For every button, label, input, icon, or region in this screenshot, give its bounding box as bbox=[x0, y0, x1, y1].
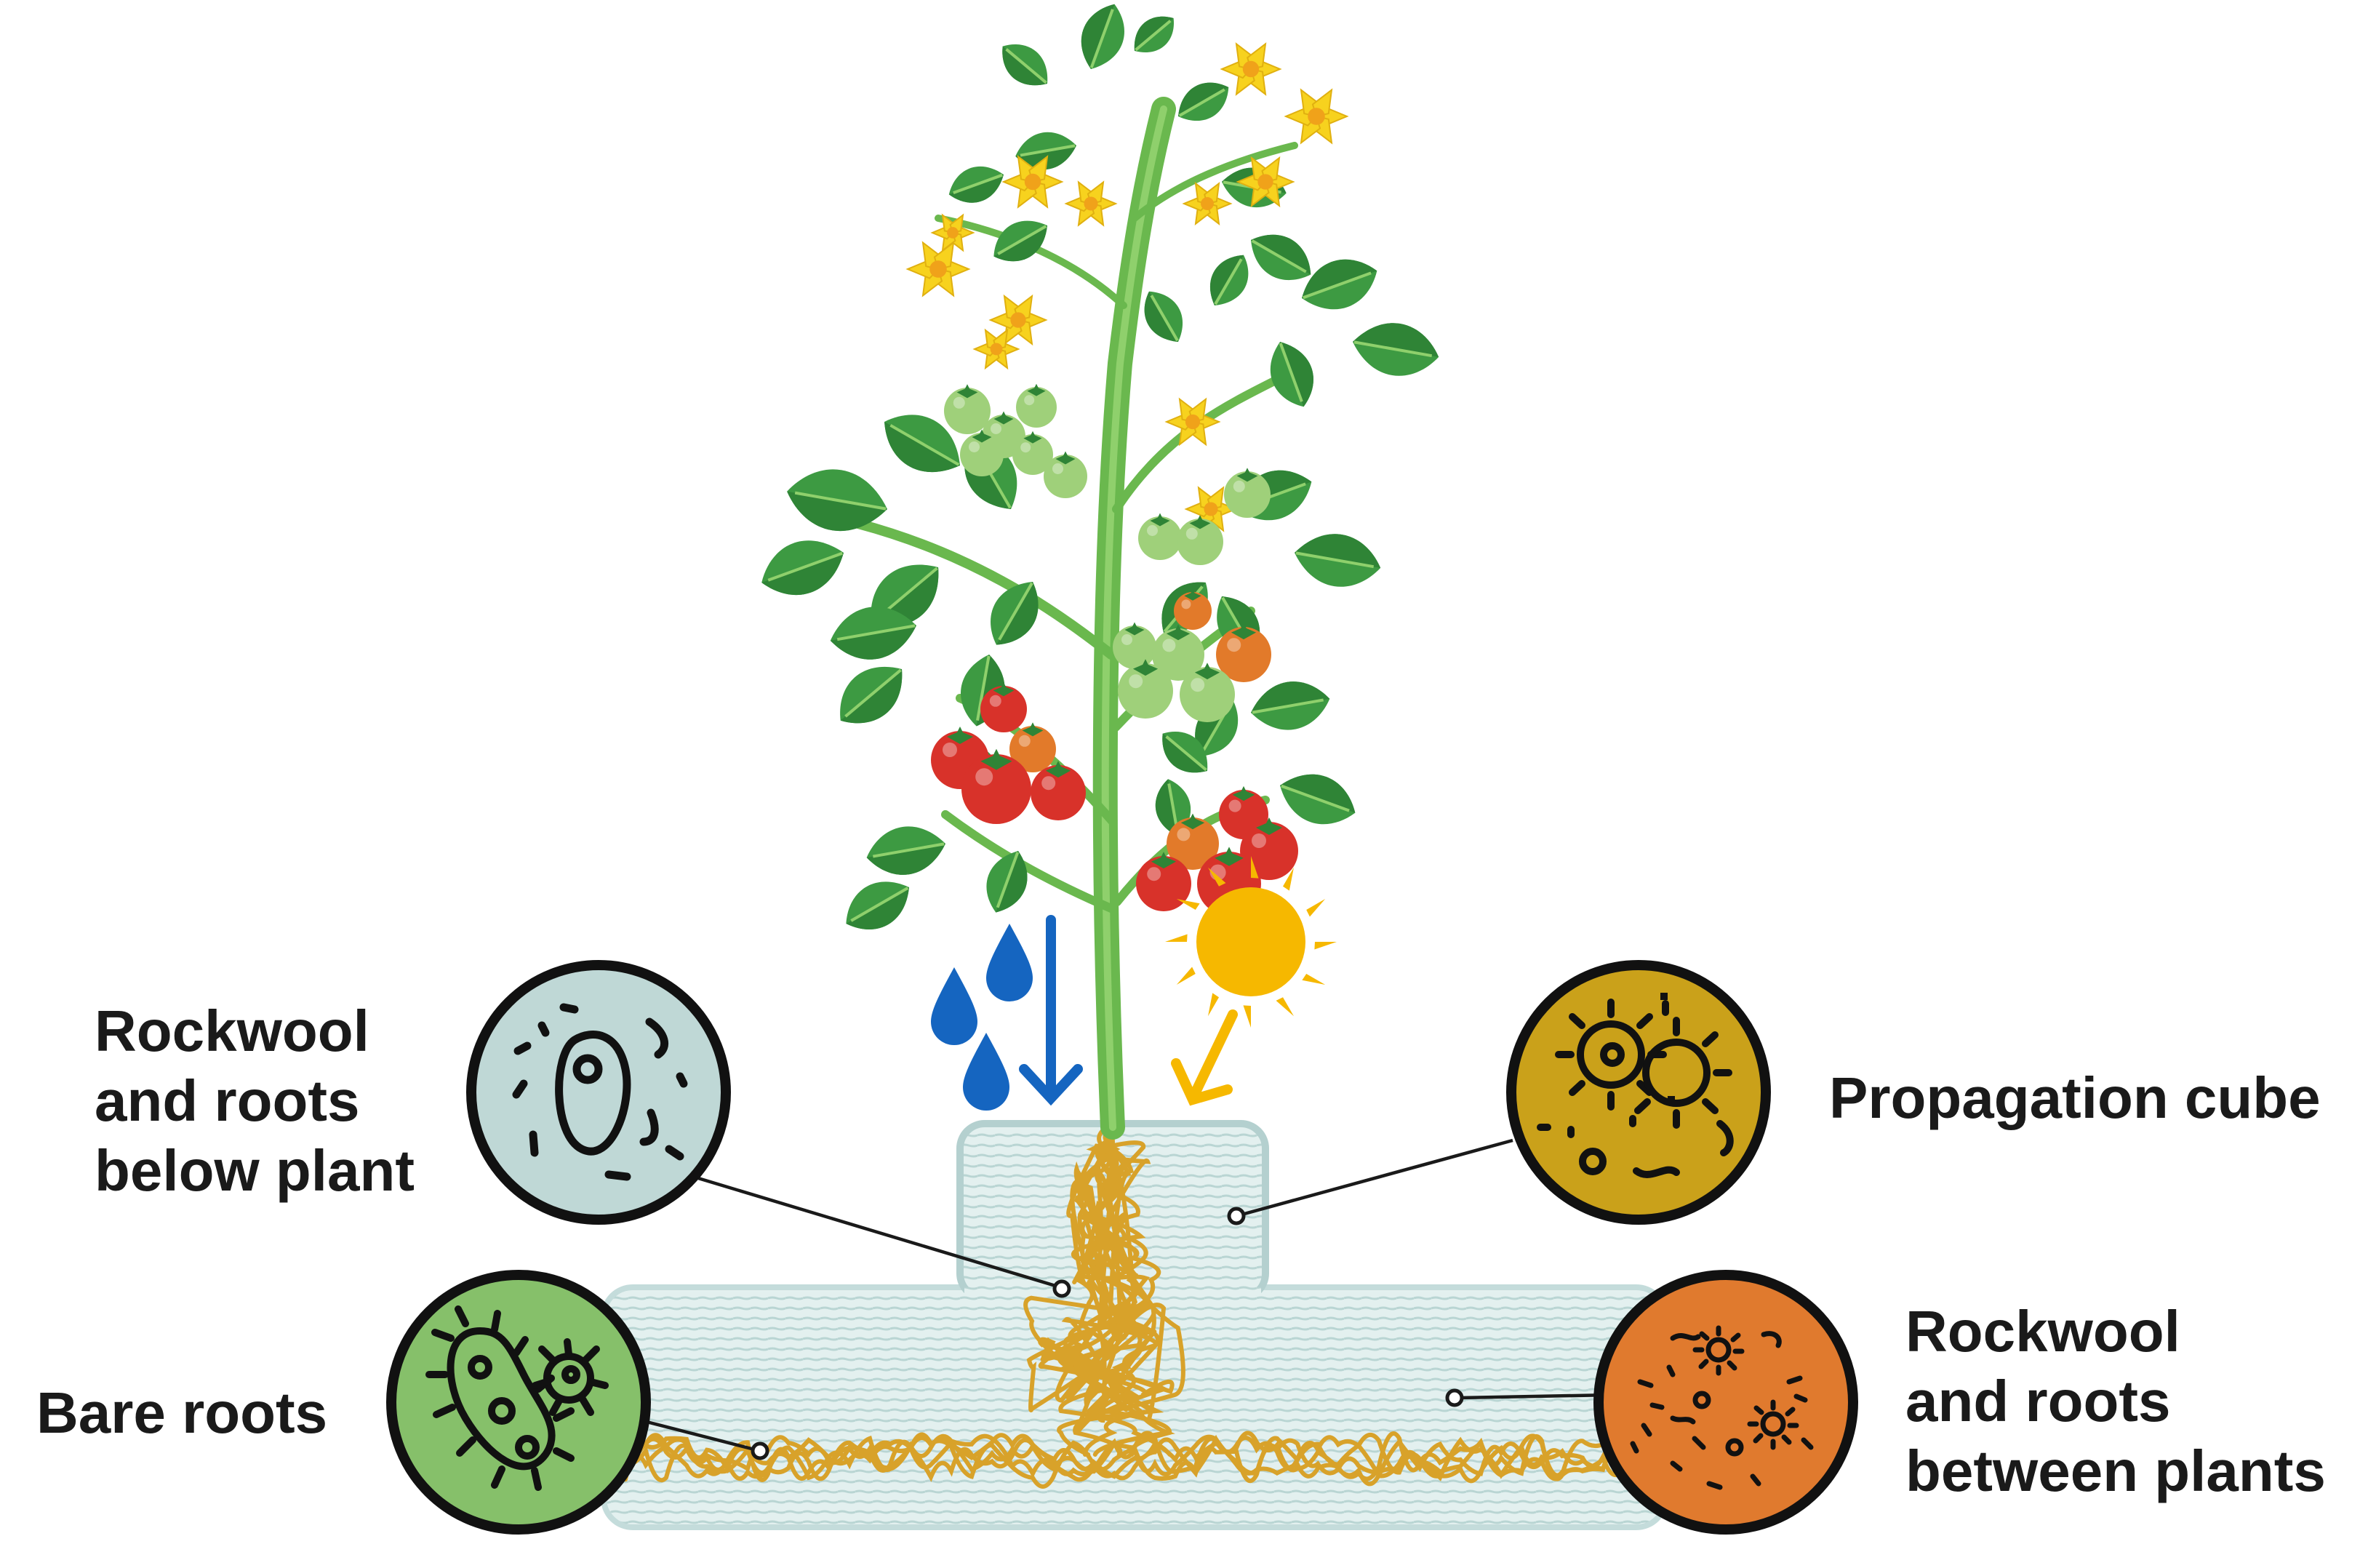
tomato bbox=[944, 384, 991, 434]
sun-ray bbox=[1302, 974, 1326, 985]
label-line: between plants bbox=[1905, 1439, 2326, 1503]
tomato bbox=[1180, 663, 1235, 722]
tomato bbox=[1044, 451, 1087, 498]
tomato bbox=[1138, 513, 1182, 560]
tomato bbox=[1113, 622, 1156, 669]
sparse-microbes-icon bbox=[1593, 1270, 1858, 1535]
flower bbox=[930, 213, 975, 252]
leaf bbox=[948, 167, 1004, 203]
sun-ray bbox=[1208, 993, 1219, 1017]
flower bbox=[1184, 486, 1238, 532]
flower bbox=[1164, 397, 1221, 447]
leaf bbox=[993, 220, 1047, 262]
sun-ray bbox=[1208, 867, 1226, 887]
leaf bbox=[986, 851, 1028, 913]
tomato bbox=[1224, 468, 1271, 518]
leaf bbox=[1178, 82, 1229, 121]
leaf bbox=[1270, 342, 1313, 407]
sun-ray bbox=[1176, 967, 1196, 985]
label-rockwool-below-plant: Rockwool and roots below plant bbox=[95, 996, 415, 1206]
sun-ray bbox=[1283, 867, 1294, 891]
flower bbox=[1220, 42, 1282, 96]
label-line: Rockwool bbox=[1905, 1299, 2180, 1364]
leaf bbox=[1295, 534, 1381, 587]
leaf bbox=[787, 469, 887, 532]
leaf bbox=[991, 582, 1039, 645]
sun-disc bbox=[1196, 887, 1305, 996]
sun-icon bbox=[1165, 856, 1337, 1028]
sun-ray bbox=[1276, 997, 1294, 1017]
tomato bbox=[1118, 659, 1173, 719]
microbe-cell-icon bbox=[466, 960, 731, 1225]
flower bbox=[988, 294, 1048, 346]
sun-ray bbox=[1165, 934, 1188, 942]
tomato bbox=[1177, 515, 1223, 565]
leaf bbox=[1002, 44, 1048, 86]
label-rockwool-between-plants: Rockwool and roots between plants bbox=[1905, 1297, 2326, 1506]
roots bbox=[623, 1125, 1646, 1489]
leaf bbox=[1251, 681, 1330, 730]
tomato bbox=[1216, 623, 1271, 682]
tomato bbox=[980, 682, 1027, 732]
leaf bbox=[1144, 291, 1183, 342]
sun-ray bbox=[1243, 1005, 1251, 1028]
tomato bbox=[961, 748, 1031, 824]
root-strand bbox=[1023, 1295, 1185, 1434]
flower bbox=[1001, 155, 1064, 209]
flower bbox=[1182, 182, 1233, 225]
virus-cluster-icon bbox=[1506, 960, 1771, 1225]
leaf bbox=[1210, 255, 1249, 305]
flower bbox=[972, 328, 1020, 370]
leaf bbox=[1280, 774, 1356, 825]
bacteria-icon bbox=[386, 1270, 651, 1535]
leader-lines bbox=[632, 1138, 1612, 1453]
tomato bbox=[1012, 431, 1053, 475]
leaf bbox=[1081, 4, 1124, 69]
leaf bbox=[1302, 259, 1377, 310]
leaf bbox=[1353, 323, 1439, 376]
sun-ray bbox=[1251, 856, 1259, 879]
label-line: and roots bbox=[1905, 1369, 2171, 1433]
label-line: Bare roots bbox=[36, 1380, 328, 1445]
leaf bbox=[866, 826, 945, 875]
sun-ray bbox=[1314, 942, 1337, 950]
tomato bbox=[960, 429, 1004, 476]
sun-ray bbox=[1176, 899, 1200, 910]
flower bbox=[1236, 156, 1295, 208]
label-line: Propagation cube bbox=[1829, 1065, 2321, 1130]
plant-flowers bbox=[905, 42, 1349, 532]
root-strand bbox=[623, 1431, 1646, 1484]
label-line: below plant bbox=[95, 1138, 415, 1203]
leaf bbox=[846, 881, 909, 929]
leaf bbox=[830, 607, 916, 660]
label-line: Rockwool bbox=[95, 999, 369, 1063]
label-bare-roots: Bare roots bbox=[36, 1378, 327, 1448]
leaf bbox=[840, 666, 903, 724]
tomatoes bbox=[931, 383, 1298, 916]
tomato bbox=[1016, 383, 1057, 428]
sun-ray bbox=[1306, 899, 1326, 917]
tomato bbox=[1031, 761, 1086, 820]
tomato bbox=[1167, 813, 1219, 870]
leaf bbox=[761, 540, 844, 596]
tomato bbox=[1136, 852, 1191, 911]
sun-arrow bbox=[1171, 1009, 1238, 1106]
flower bbox=[1284, 88, 1349, 145]
leaf bbox=[884, 415, 960, 472]
leader-dots bbox=[751, 1207, 1464, 1460]
tomato bbox=[1152, 624, 1204, 681]
tomato bbox=[1009, 722, 1056, 772]
tomato bbox=[1174, 589, 1212, 630]
water-arrow bbox=[1019, 915, 1083, 1106]
leaf bbox=[1251, 234, 1311, 281]
water-drops-icon bbox=[931, 924, 1033, 1111]
flower bbox=[905, 241, 971, 297]
leaf bbox=[1162, 731, 1208, 773]
label-line: and roots bbox=[95, 1068, 360, 1133]
flower bbox=[1064, 180, 1118, 227]
label-propagation-cube: Propagation cube bbox=[1829, 1063, 2321, 1133]
leaf bbox=[1134, 16, 1174, 52]
